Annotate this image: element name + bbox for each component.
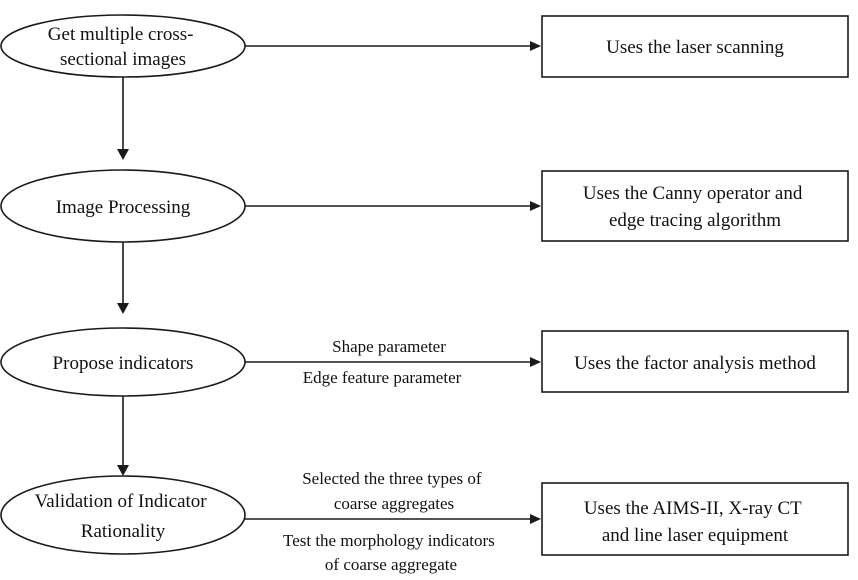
method-label-factor-analysis: Uses the factor analysis method xyxy=(574,353,816,374)
step-ellipse-get-images xyxy=(0,14,246,78)
step-label-propose-indicators: Propose indicators xyxy=(53,353,194,374)
arrowhead-step4-method4 xyxy=(530,514,541,524)
arrowhead-step2-method2 xyxy=(530,201,541,211)
arrowhead-step3-step4 xyxy=(117,465,129,476)
step-ellipse-validation xyxy=(0,475,246,555)
step-label-image-processing: Image Processing xyxy=(56,197,191,218)
edge-label-selected-aggregates: Selected the three types of coarse aggre… xyxy=(302,469,486,513)
arrowhead-step3-method3 xyxy=(530,357,541,367)
step-label-get-images: Get multiple cross- sectional images xyxy=(48,24,198,70)
arrowhead-step1-method1 xyxy=(530,41,541,51)
arrowhead-step1-step2 xyxy=(117,149,129,160)
step-ellipse-propose-indicators xyxy=(0,327,246,397)
edge-label-shape-parameter: Shape parameter xyxy=(332,337,446,356)
edge-label-edge-feature-parameter: Edge feature parameter xyxy=(303,368,462,387)
method-box-laser-scanning xyxy=(541,15,849,78)
step-label-validation: Validation of Indicator Rationality xyxy=(35,491,212,542)
method-label-aims-xray: Uses the AIMS-II, X-ray CT and line lase… xyxy=(584,498,806,546)
method-box-factor-analysis xyxy=(541,330,849,393)
method-box-aims-xray xyxy=(541,482,849,556)
method-box-canny-operator xyxy=(541,170,849,242)
method-label-laser-scanning: Uses the laser scanning xyxy=(606,37,784,58)
step-ellipse-image-processing xyxy=(0,169,246,243)
edge-label-test-morphology: Test the morphology indicators of coarse… xyxy=(283,531,499,574)
method-label-canny-operator: Uses the Canny operator and edge tracing… xyxy=(583,183,807,231)
arrowhead-step2-step3 xyxy=(117,303,129,314)
